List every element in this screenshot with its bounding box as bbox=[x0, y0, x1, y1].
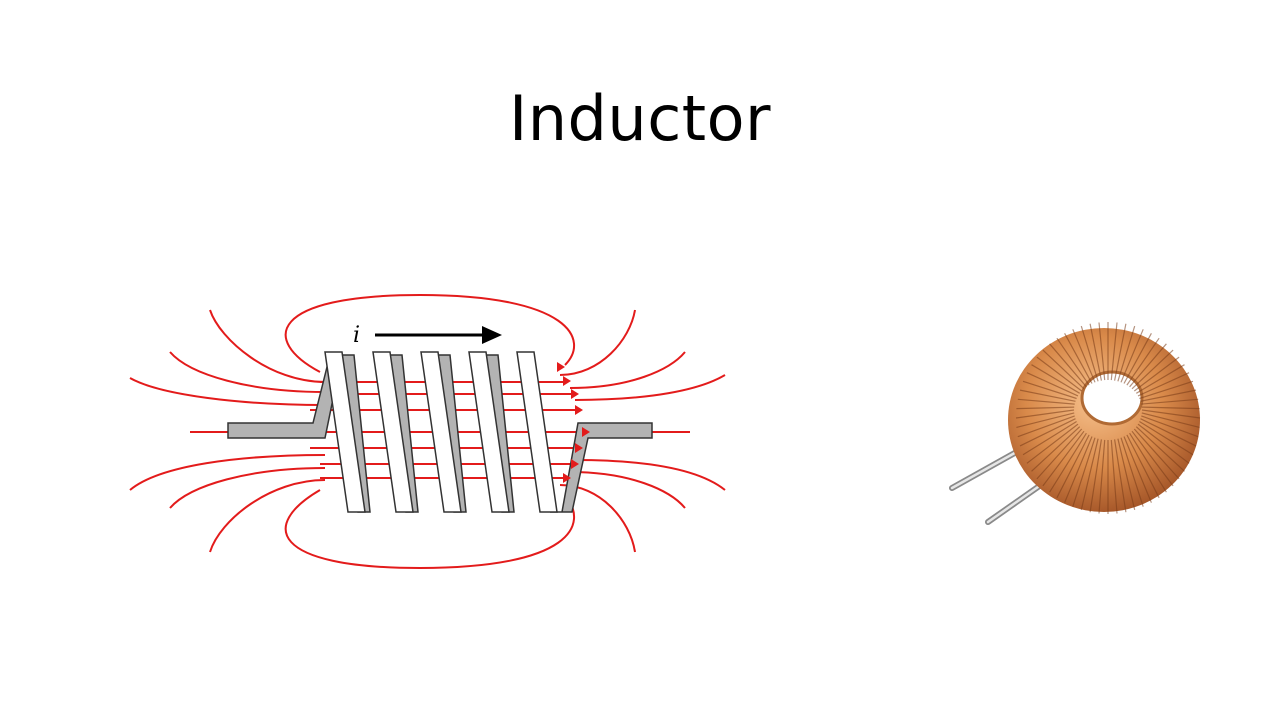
lead-left bbox=[228, 355, 342, 438]
arrowhead-3 bbox=[571, 389, 579, 399]
field-line-left-6 bbox=[210, 480, 325, 552]
field-line-left-1 bbox=[210, 310, 325, 382]
field-line-left-2 bbox=[170, 352, 325, 392]
solenoid-field-diagram: i bbox=[120, 280, 740, 580]
field-line-left-4 bbox=[130, 455, 325, 490]
arrowhead-1 bbox=[557, 362, 565, 372]
current-arrow bbox=[375, 326, 502, 344]
current-label: i bbox=[353, 323, 360, 348]
arrowhead-2 bbox=[563, 376, 571, 386]
field-line-right-1 bbox=[560, 310, 635, 375]
arrowhead-4 bbox=[575, 405, 583, 415]
slide-title: Inductor bbox=[0, 82, 1280, 155]
toroid-hole bbox=[1082, 372, 1142, 424]
toroid-inductor-photo bbox=[930, 310, 1220, 540]
field-loop-bottom bbox=[286, 490, 574, 568]
toroid-body bbox=[1008, 322, 1200, 514]
